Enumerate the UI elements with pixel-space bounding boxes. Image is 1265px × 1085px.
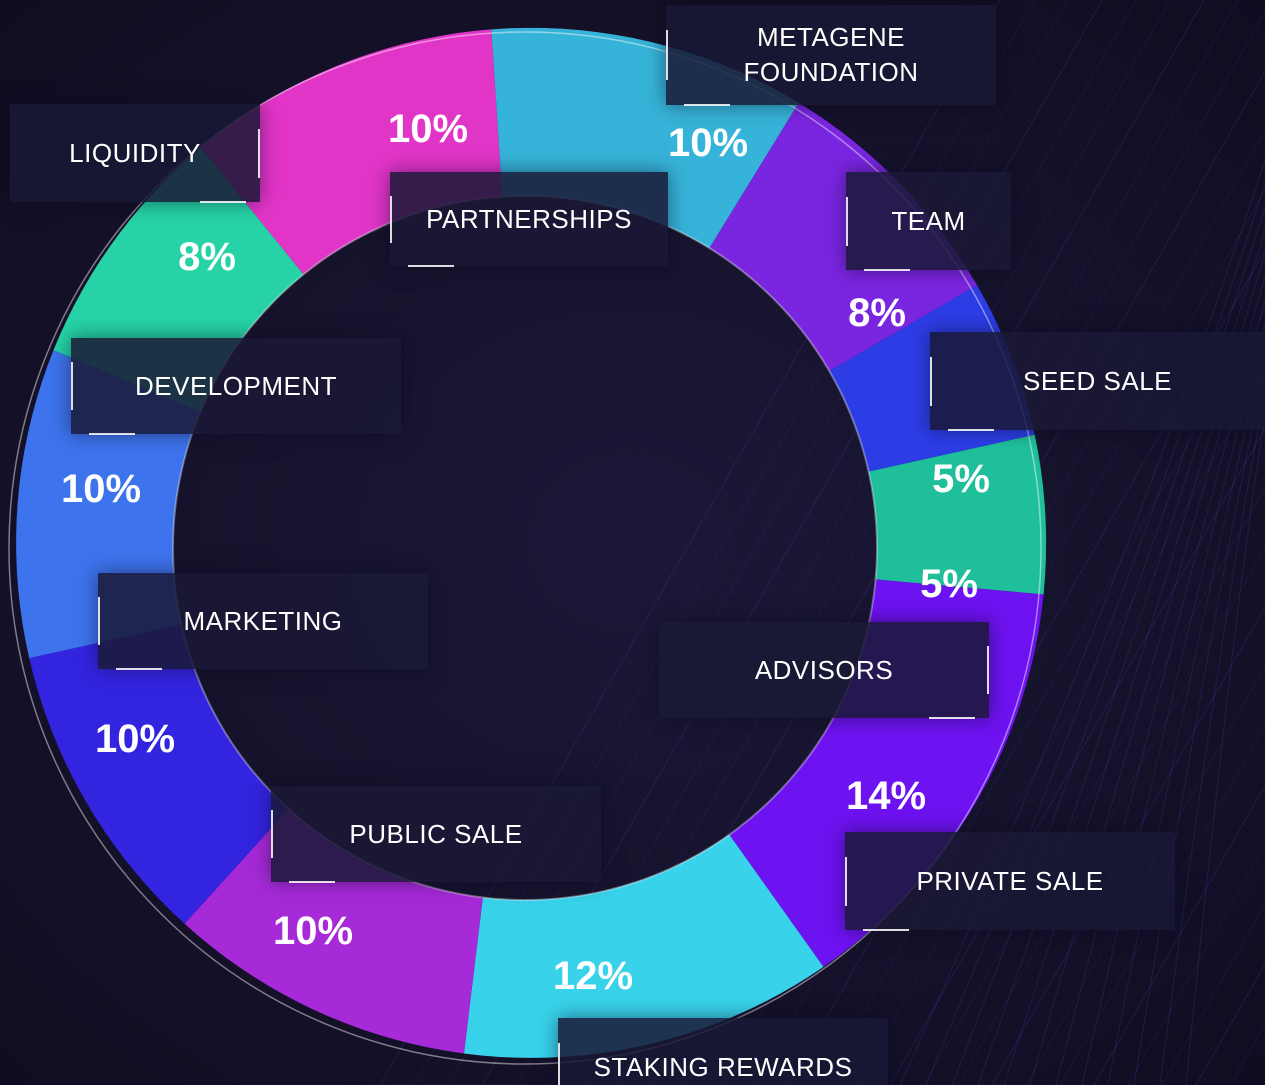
percent-label-staking-rewards: 12%	[553, 954, 633, 998]
category-label: METAGENE FOUNDATION	[743, 22, 919, 87]
category-tag-marketing: MARKETING	[98, 573, 428, 670]
background-curve	[951, 206, 1265, 1085]
tag-underline	[408, 265, 454, 267]
category-label: PRIVATE SALE	[916, 865, 1104, 896]
category-label: ADVISORS	[754, 654, 894, 685]
slice-staking-rewards	[463, 834, 824, 1058]
tag-underline	[684, 104, 730, 106]
category-tag-seed-sale: SEED SALE	[930, 332, 1265, 431]
percent-label-public-sale: 10%	[273, 909, 353, 953]
background-line	[1127, 844, 1265, 1085]
tag-bracket	[71, 362, 73, 410]
tag-underline	[864, 269, 910, 271]
slice-partnerships	[200, 29, 503, 275]
slice-advisors	[868, 434, 1047, 595]
background-curve	[899, 159, 1265, 1085]
tag-bracket	[930, 356, 932, 406]
category-tag-development: DEVELOPMENT	[71, 338, 401, 435]
category-tag-liquidity: LIQUIDITY	[10, 104, 260, 203]
category-tag-staking-rewards: STAKING REWARDS	[558, 1018, 888, 1085]
tag-underline	[89, 433, 135, 435]
background-curve	[925, 183, 1265, 1085]
tag-underline	[200, 201, 246, 203]
percent-label-marketing: 10%	[95, 717, 175, 761]
background-line	[1093, 784, 1265, 1085]
background-curve	[1185, 417, 1265, 1085]
background-curve	[1133, 370, 1265, 1085]
tag-bracket	[845, 856, 847, 906]
category-tag-partnerships: PARTNERSHIPS	[390, 172, 668, 267]
slice-team	[709, 102, 978, 372]
tag-underline	[948, 429, 994, 431]
category-label: SEED SALE	[1022, 365, 1172, 396]
percent-label-seed-sale: 5%	[932, 457, 990, 501]
percent-label-metagene-foundation: 10%	[668, 121, 748, 165]
tag-bracket	[98, 597, 100, 645]
category-tag-public-sale: PUBLIC SALE	[271, 786, 601, 883]
tag-underline	[929, 717, 975, 719]
tag-bracket	[390, 195, 392, 243]
slice-marketing	[29, 624, 289, 924]
percent-label-advisors: 5%	[920, 562, 978, 606]
percent-label-team: 8%	[848, 291, 906, 335]
category-label: PUBLIC SALE	[349, 818, 523, 849]
percent-label-development: 10%	[61, 467, 141, 511]
tag-bracket	[987, 646, 989, 694]
tag-bracket	[666, 30, 668, 80]
category-label: STAKING REWARDS	[593, 1051, 853, 1082]
tag-bracket	[846, 196, 848, 246]
category-tag-metagene-foundation: METAGENE FOUNDATION	[666, 5, 996, 106]
category-label: TEAM	[891, 205, 966, 236]
tag-bracket	[558, 1042, 560, 1085]
donut-outer-rim	[8, 31, 1042, 1065]
category-tag-team: TEAM	[846, 172, 1011, 271]
tag-bracket	[271, 810, 273, 858]
slice-public-sale	[184, 808, 483, 1054]
tag-underline	[863, 929, 909, 931]
percent-label-partnerships: 10%	[388, 107, 468, 151]
background-curve	[1159, 393, 1265, 1085]
category-label: PARTNERSHIPS	[426, 203, 632, 234]
tag-bracket	[258, 128, 260, 178]
category-label: MARKETING	[183, 605, 343, 636]
percent-label-private-sale: 14%	[846, 774, 926, 818]
tag-underline	[116, 668, 162, 670]
category-label: LIQUIDITY	[69, 137, 201, 168]
category-tag-private-sale: PRIVATE SALE	[845, 832, 1175, 931]
tag-underline	[289, 881, 335, 883]
percent-label-liquidity: 8%	[178, 235, 236, 279]
category-tag-advisors: ADVISORS	[659, 622, 989, 719]
category-label: DEVELOPMENT	[135, 370, 337, 401]
